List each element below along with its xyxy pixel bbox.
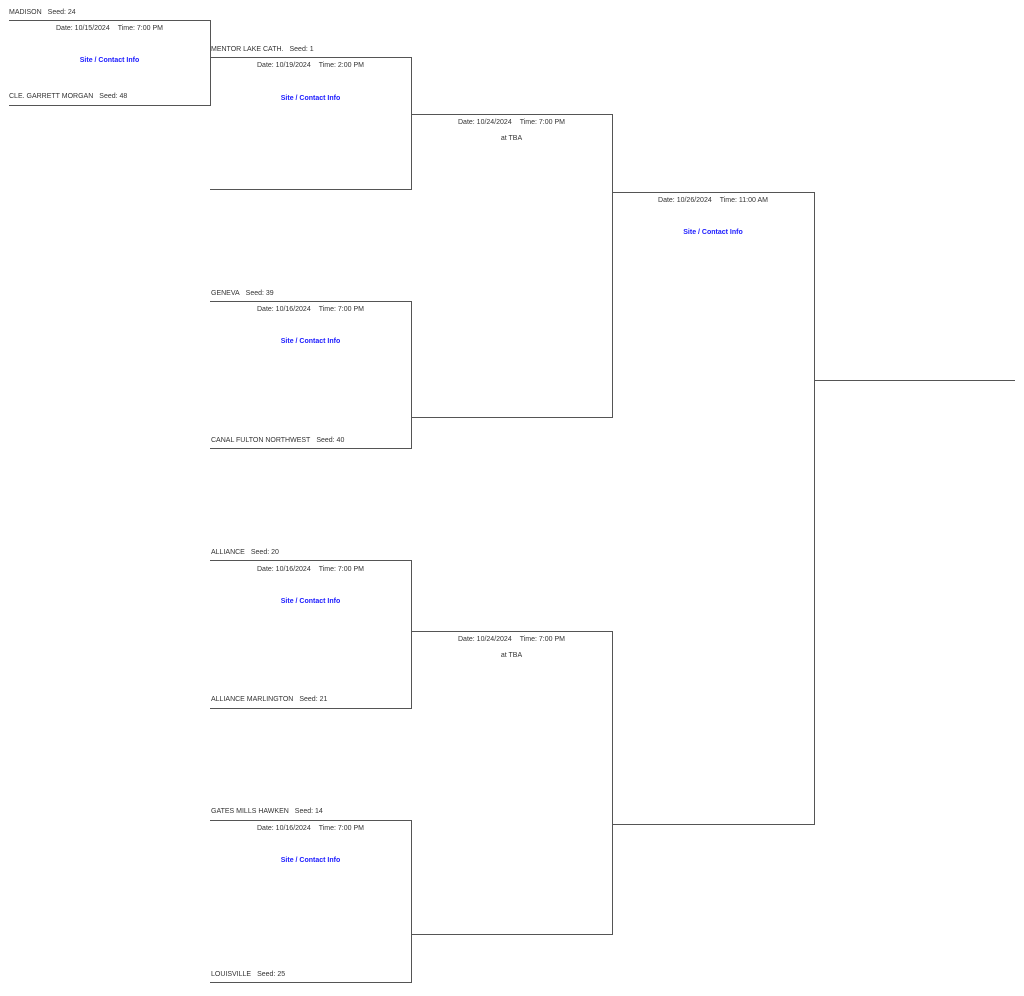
team-name: CLE. GARRETT MORGAN <box>9 93 94 100</box>
team-seed: Seed: 24 <box>47 9 76 16</box>
game-date: Date: 10/24/2024 <box>458 119 512 126</box>
game-date: Date: 10/15/2024 <box>56 25 110 32</box>
game-datetime: Date: 10/26/2024 Time: 11:00 AM <box>612 197 814 204</box>
team-slot: CLE. GARRETT MORGAN Seed: 48 <box>9 93 127 100</box>
bracket-line <box>411 820 412 983</box>
game-datetime: Date: 10/24/2024 Time: 7:00 PM <box>411 119 612 126</box>
game-time: Time: 7:00 PM <box>318 566 364 573</box>
game-datetime: Date: 10/19/2024 Time: 2:00 PM <box>210 62 411 69</box>
bracket-line <box>210 57 411 58</box>
game-time: Time: 7:00 PM <box>318 825 364 832</box>
team-name: GATES MILLS HAWKEN <box>211 808 289 815</box>
team-slot: GENEVA Seed: 39 <box>211 290 274 297</box>
bracket-line <box>612 631 613 935</box>
team-name: CANAL FULTON NORTHWEST <box>211 437 311 444</box>
bracket-line <box>210 20 211 106</box>
game-datetime: Date: 10/15/2024 Time: 7:00 PM <box>9 25 210 32</box>
game-datetime: Date: 10/16/2024 Time: 7:00 PM <box>210 825 411 832</box>
team-seed: Seed: 1 <box>289 46 314 53</box>
game-date: Date: 10/16/2024 <box>257 306 311 313</box>
game-location: at TBA <box>500 652 523 659</box>
bracket-line <box>210 982 411 983</box>
bracket-line <box>814 192 815 825</box>
bracket-line <box>210 448 411 449</box>
team-seed: Seed: 20 <box>250 549 279 556</box>
bracket-line <box>210 820 411 821</box>
bracket-line <box>411 301 412 449</box>
bracket-line <box>210 560 411 561</box>
team-slot: GATES MILLS HAWKEN Seed: 14 <box>211 808 323 815</box>
site-contact-link[interactable]: Site / Contact Info <box>79 57 140 64</box>
team-slot: MENTOR LAKE CATH. Seed: 1 <box>211 46 314 53</box>
bracket-line <box>612 192 814 193</box>
bracket-line <box>612 824 814 825</box>
bracket-line <box>411 934 612 935</box>
game-date: Date: 10/24/2024 <box>458 636 512 643</box>
game-time: Time: 11:00 AM <box>719 197 768 204</box>
team-seed: Seed: 25 <box>257 971 286 978</box>
site-contact-link[interactable]: Site / Contact Info <box>280 95 341 102</box>
game-date: Date: 10/26/2024 <box>658 197 712 204</box>
game-datetime: Date: 10/16/2024 Time: 7:00 PM <box>210 306 411 313</box>
bracket-line <box>411 114 612 115</box>
team-seed: Seed: 39 <box>245 290 274 297</box>
bracket-line <box>814 380 1015 381</box>
game-date: Date: 10/19/2024 <box>257 62 311 69</box>
bracket-line <box>612 114 613 418</box>
team-name: ALLIANCE MARLINGTON <box>211 696 294 703</box>
bracket-line <box>210 301 411 302</box>
team-name: MADISON <box>9 9 42 16</box>
team-seed: Seed: 21 <box>299 696 328 703</box>
site-contact-link[interactable]: Site / Contact Info <box>280 598 341 605</box>
team-name: GENEVA <box>211 290 240 297</box>
team-seed: Seed: 48 <box>99 93 128 100</box>
bracket-line <box>411 631 612 632</box>
team-slot: MADISON Seed: 24 <box>9 9 76 16</box>
site-contact-link[interactable]: Site / Contact Info <box>280 857 341 864</box>
bracket-line <box>411 560 412 709</box>
bracket-line <box>210 189 411 190</box>
site-contact-link[interactable]: Site / Contact Info <box>280 338 341 345</box>
game-datetime: Date: 10/24/2024 Time: 7:00 PM <box>411 636 612 643</box>
team-seed: Seed: 14 <box>294 808 323 815</box>
team-slot: ALLIANCE Seed: 20 <box>211 549 279 556</box>
site-contact-link[interactable]: Site / Contact Info <box>683 229 743 236</box>
team-name: MENTOR LAKE CATH. <box>211 46 284 53</box>
game-time: Time: 7:00 PM <box>519 119 565 126</box>
game-location: at TBA <box>500 135 523 142</box>
bracket-line <box>210 708 411 709</box>
team-slot: ALLIANCE MARLINGTON Seed: 21 <box>211 696 327 703</box>
game-date: Date: 10/16/2024 <box>257 825 311 832</box>
game-time: Time: 7:00 PM <box>117 25 163 32</box>
team-slot: CANAL FULTON NORTHWEST Seed: 40 <box>211 437 344 444</box>
bracket-line <box>9 105 210 106</box>
game-datetime: Date: 10/16/2024 Time: 7:00 PM <box>210 566 411 573</box>
team-slot: LOUISVILLE Seed: 25 <box>211 971 285 978</box>
team-name: ALLIANCE <box>211 549 245 556</box>
game-time: Time: 7:00 PM <box>318 306 364 313</box>
bracket-line <box>411 57 412 190</box>
bracket-line <box>411 417 612 418</box>
team-name: LOUISVILLE <box>211 971 252 978</box>
team-seed: Seed: 40 <box>316 437 345 444</box>
game-date: Date: 10/16/2024 <box>257 566 311 573</box>
game-time: Time: 2:00 PM <box>318 62 364 69</box>
bracket-line <box>9 20 210 21</box>
game-time: Time: 7:00 PM <box>519 636 565 643</box>
